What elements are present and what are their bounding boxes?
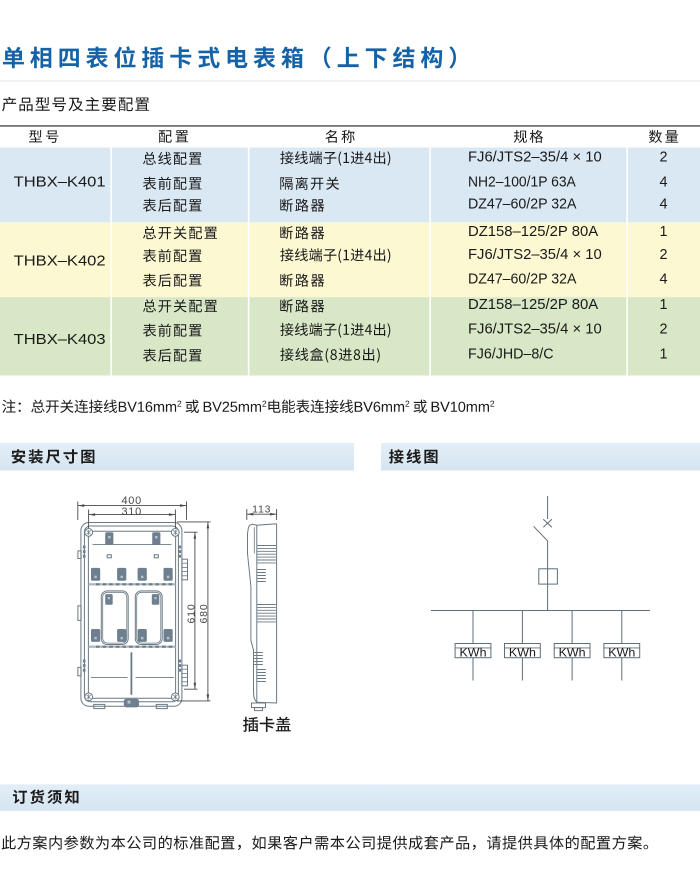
svg-text:THBX–K403: THBX–K403	[14, 332, 106, 348]
svg-text:KWh: KWh	[608, 645, 635, 659]
svg-text:1: 1	[659, 297, 667, 313]
svg-text:610: 610	[186, 604, 198, 624]
svg-text:THBX–K402: THBX–K402	[14, 253, 106, 269]
svg-text:400: 400	[121, 495, 141, 507]
svg-text:113: 113	[252, 503, 271, 515]
svg-text:KWh: KWh	[460, 645, 487, 659]
svg-text:4: 4	[659, 197, 667, 213]
svg-text:FJ6/JTS2–35/4 × 10: FJ6/JTS2–35/4 × 10	[468, 322, 602, 338]
svg-text:THBX–K401: THBX–K401	[14, 175, 106, 191]
svg-text:1: 1	[659, 224, 667, 240]
svg-text:FJ6/JTS2–35/4 × 10: FJ6/JTS2–35/4 × 10	[468, 150, 602, 166]
svg-text:4: 4	[659, 175, 667, 191]
svg-text:DZ47–60/2P 32A: DZ47–60/2P 32A	[468, 272, 577, 288]
svg-text:DZ158–125/2P 80A: DZ158–125/2P 80A	[468, 297, 599, 313]
svg-text:680: 680	[198, 604, 210, 624]
svg-text:1: 1	[659, 347, 667, 363]
svg-text:2: 2	[659, 150, 667, 166]
svg-text:2: 2	[659, 322, 667, 338]
svg-text:KWh: KWh	[509, 645, 536, 659]
svg-text:DZ158–125/2P 80A: DZ158–125/2P 80A	[468, 224, 599, 240]
svg-text:4: 4	[659, 272, 667, 288]
svg-text:NH2–100/1P 63A: NH2–100/1P 63A	[468, 175, 576, 191]
svg-text:FJ6/JTS2–35/4 × 10: FJ6/JTS2–35/4 × 10	[468, 247, 602, 263]
svg-text:KWh: KWh	[559, 645, 586, 659]
svg-text:FJ6/JHD–8/C: FJ6/JHD–8/C	[468, 347, 554, 363]
svg-text:2: 2	[659, 247, 667, 263]
svg-text:DZ47–60/2P 32A: DZ47–60/2P 32A	[468, 197, 577, 213]
svg-text:310: 310	[121, 506, 141, 518]
